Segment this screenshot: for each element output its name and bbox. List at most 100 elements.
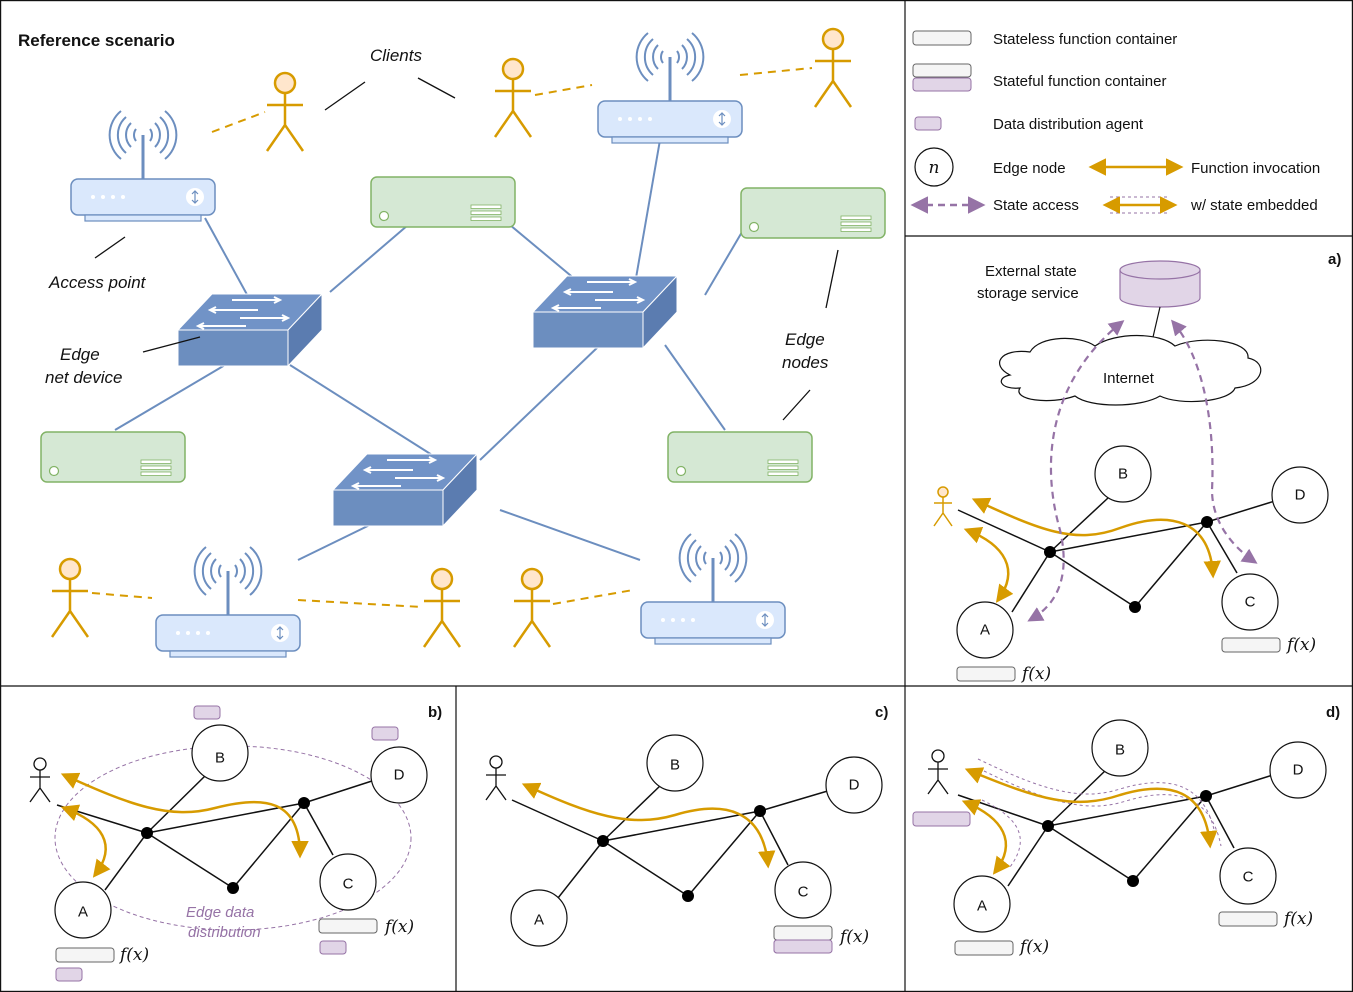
graph-node: C: [1219, 847, 1277, 905]
graph-node: C: [319, 853, 377, 911]
stateless-container: [773, 925, 833, 941]
graph-node: C: [774, 861, 832, 919]
network-links: [114, 139, 743, 561]
node-d-label: D: [394, 767, 405, 784]
client-icon: [933, 486, 953, 527]
node-a-label: A: [534, 912, 544, 929]
storage-label-line1: External state: [985, 263, 1077, 280]
stateless-container: [954, 940, 1014, 956]
edge-node-server: [40, 431, 186, 483]
agent-icon: [55, 967, 83, 982]
graph-node: A: [510, 889, 568, 947]
panel-a: a) External state storage service Intern…: [933, 251, 1341, 684]
client-icon: [265, 71, 305, 153]
callout-lines: [94, 77, 839, 421]
panel-b-tag: b): [428, 704, 442, 721]
panel-d: d) B D C A: [912, 704, 1340, 957]
node-d-label: D: [1295, 487, 1306, 504]
state-access-arrow: [1027, 320, 1125, 622]
panel-d-tag: d): [1326, 704, 1340, 721]
graph-node: A: [953, 875, 1011, 933]
node-d-label: D: [849, 777, 860, 794]
panel-a-tag: a): [1328, 251, 1341, 268]
edge-node-server: [370, 176, 516, 228]
access-point: [639, 532, 787, 646]
invocation-arrow: [60, 772, 309, 859]
scenario-title: Reference scenario: [18, 31, 175, 50]
client-icon: [493, 57, 533, 139]
clients-label: Clients: [370, 46, 422, 65]
edge-node-icon: [914, 147, 954, 187]
agent-icon: [371, 726, 399, 741]
edge-nodes-label-line1: Edge: [785, 330, 825, 349]
edge-net-device: [532, 275, 678, 349]
panel-c: c) B D C A: [485, 704, 888, 954]
embedded-invocation-arrow: [961, 799, 1011, 875]
wireless-links: [91, 67, 813, 608]
legend: Stateless function container Stateful fu…: [910, 30, 1320, 214]
legend-state-embedded: w/ state embedded: [1190, 197, 1318, 214]
graph-node: D: [825, 756, 883, 814]
legend-stateless: Stateless function container: [993, 31, 1177, 48]
net-device-label-line1: Edge: [60, 345, 100, 364]
node-b-label: B: [215, 750, 225, 767]
client-icon: [29, 757, 51, 803]
edge-nodes-label-line2: nodes: [782, 353, 829, 372]
node-a-label: A: [977, 898, 987, 915]
graph-node: D: [1271, 466, 1329, 524]
agent-icon: [319, 940, 347, 955]
stateless-container-icon: [912, 30, 972, 46]
graph-node: C: [1221, 573, 1279, 631]
client-icon: [50, 557, 90, 639]
edge-node-server: [667, 431, 813, 483]
node-a-label: A: [980, 622, 990, 639]
access-point: [154, 545, 302, 659]
client-icon: [927, 749, 949, 795]
fx-label: f(x): [838, 927, 869, 947]
node-b-label: B: [670, 757, 680, 774]
client-icon: [485, 755, 507, 801]
graph-node: D: [1269, 741, 1327, 799]
fx-label: f(x): [1020, 664, 1051, 684]
reference-scenario: Reference scenario: [18, 27, 886, 659]
client-icon: [512, 567, 552, 649]
embedded-invocation-arrow: [964, 767, 1218, 849]
fx-label: f(x): [1285, 635, 1316, 655]
client-icon: [813, 27, 853, 109]
access-point-label: Access point: [48, 273, 147, 292]
distribution-label-line1: Edge data: [186, 904, 254, 921]
stateless-container: [318, 918, 378, 934]
net-device-label-line2: net device: [45, 368, 123, 387]
legend-node-symbol: n: [929, 158, 940, 178]
node-b-label: B: [1115, 742, 1125, 759]
fx-label: f(x): [1018, 937, 1049, 957]
legend-invocation: Function invocation: [1191, 160, 1320, 177]
graph-node: A: [956, 601, 1014, 659]
invocation-arrow: [60, 804, 111, 878]
legend-stateful: Stateful function container: [993, 73, 1166, 90]
agent-icon: [914, 116, 942, 131]
invocation-arrow: [521, 782, 776, 869]
stateless-container: [55, 947, 115, 963]
graph-node: B: [191, 724, 249, 782]
edge-net-device: [177, 293, 323, 367]
graph-node: A: [54, 881, 112, 939]
graph-node: B: [646, 734, 704, 792]
state-access-arrow: [1171, 319, 1258, 564]
stateless-container: [1218, 911, 1278, 927]
agent-icon: [193, 705, 221, 720]
graph-node: B: [1094, 445, 1152, 503]
node-d-label: D: [1293, 762, 1304, 779]
legend-edge-node: Edge node: [993, 160, 1066, 177]
legend-state-access: State access: [993, 197, 1079, 214]
stateless-container: [956, 666, 1016, 682]
storage-icon: [1119, 260, 1201, 308]
fx-label: f(x): [383, 917, 414, 937]
node-b-label: B: [1118, 466, 1128, 483]
node-c-label: C: [1245, 594, 1256, 611]
panel-c-tag: c): [875, 704, 888, 721]
stateful-container-icon: [912, 63, 972, 78]
node-c-label: C: [1243, 869, 1254, 886]
